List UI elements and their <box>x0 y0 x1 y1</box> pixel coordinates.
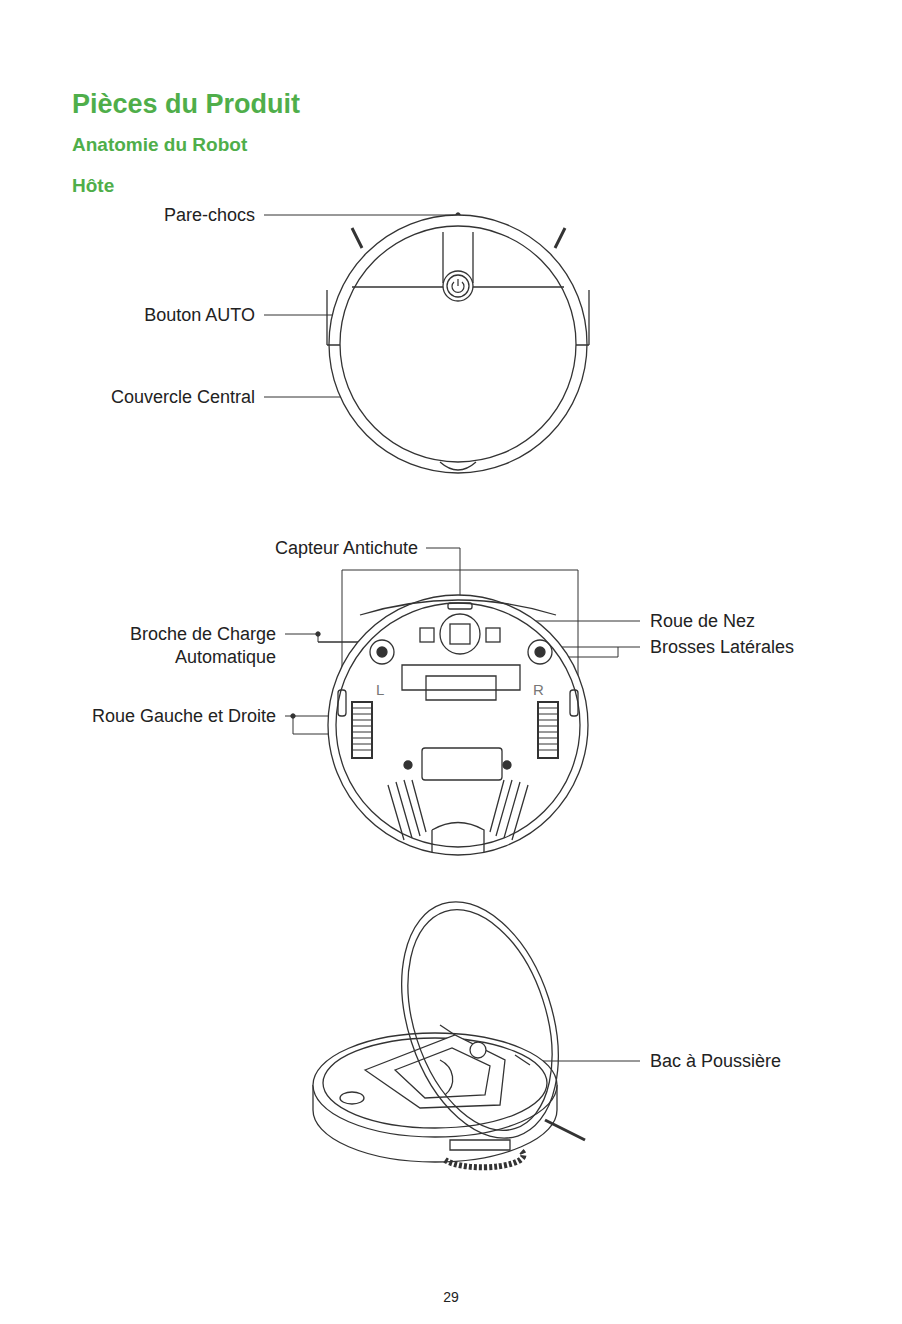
wheel-marker: L <box>376 681 396 700</box>
part-label: Capteur Antichute <box>218 537 418 560</box>
robot-bottom-view <box>328 595 588 855</box>
part-label: Brosses Latérales <box>650 636 870 659</box>
robot-top-view <box>327 215 589 473</box>
part-label: Broche de Charge Automatique <box>106 623 276 668</box>
part-label: Couvercle Central <box>35 386 255 409</box>
page-title: Pièces du Produit <box>72 88 300 122</box>
section-heading: Anatomie du Robot <box>72 133 372 157</box>
subsection-heading: Hôte <box>72 174 272 198</box>
robot-open-lid-view <box>313 882 586 1168</box>
part-label: Bac à Poussière <box>650 1050 850 1073</box>
part-label: Roue de Nez <box>650 610 850 633</box>
part-label: Bouton AUTO <box>55 304 255 327</box>
part-label: Pare-chocs <box>55 204 255 227</box>
leader-lines <box>264 213 640 1063</box>
part-label: Roue Gauche et Droite <box>40 705 276 728</box>
page-number: 29 <box>401 1289 501 1307</box>
wheel-marker: R <box>533 681 553 700</box>
